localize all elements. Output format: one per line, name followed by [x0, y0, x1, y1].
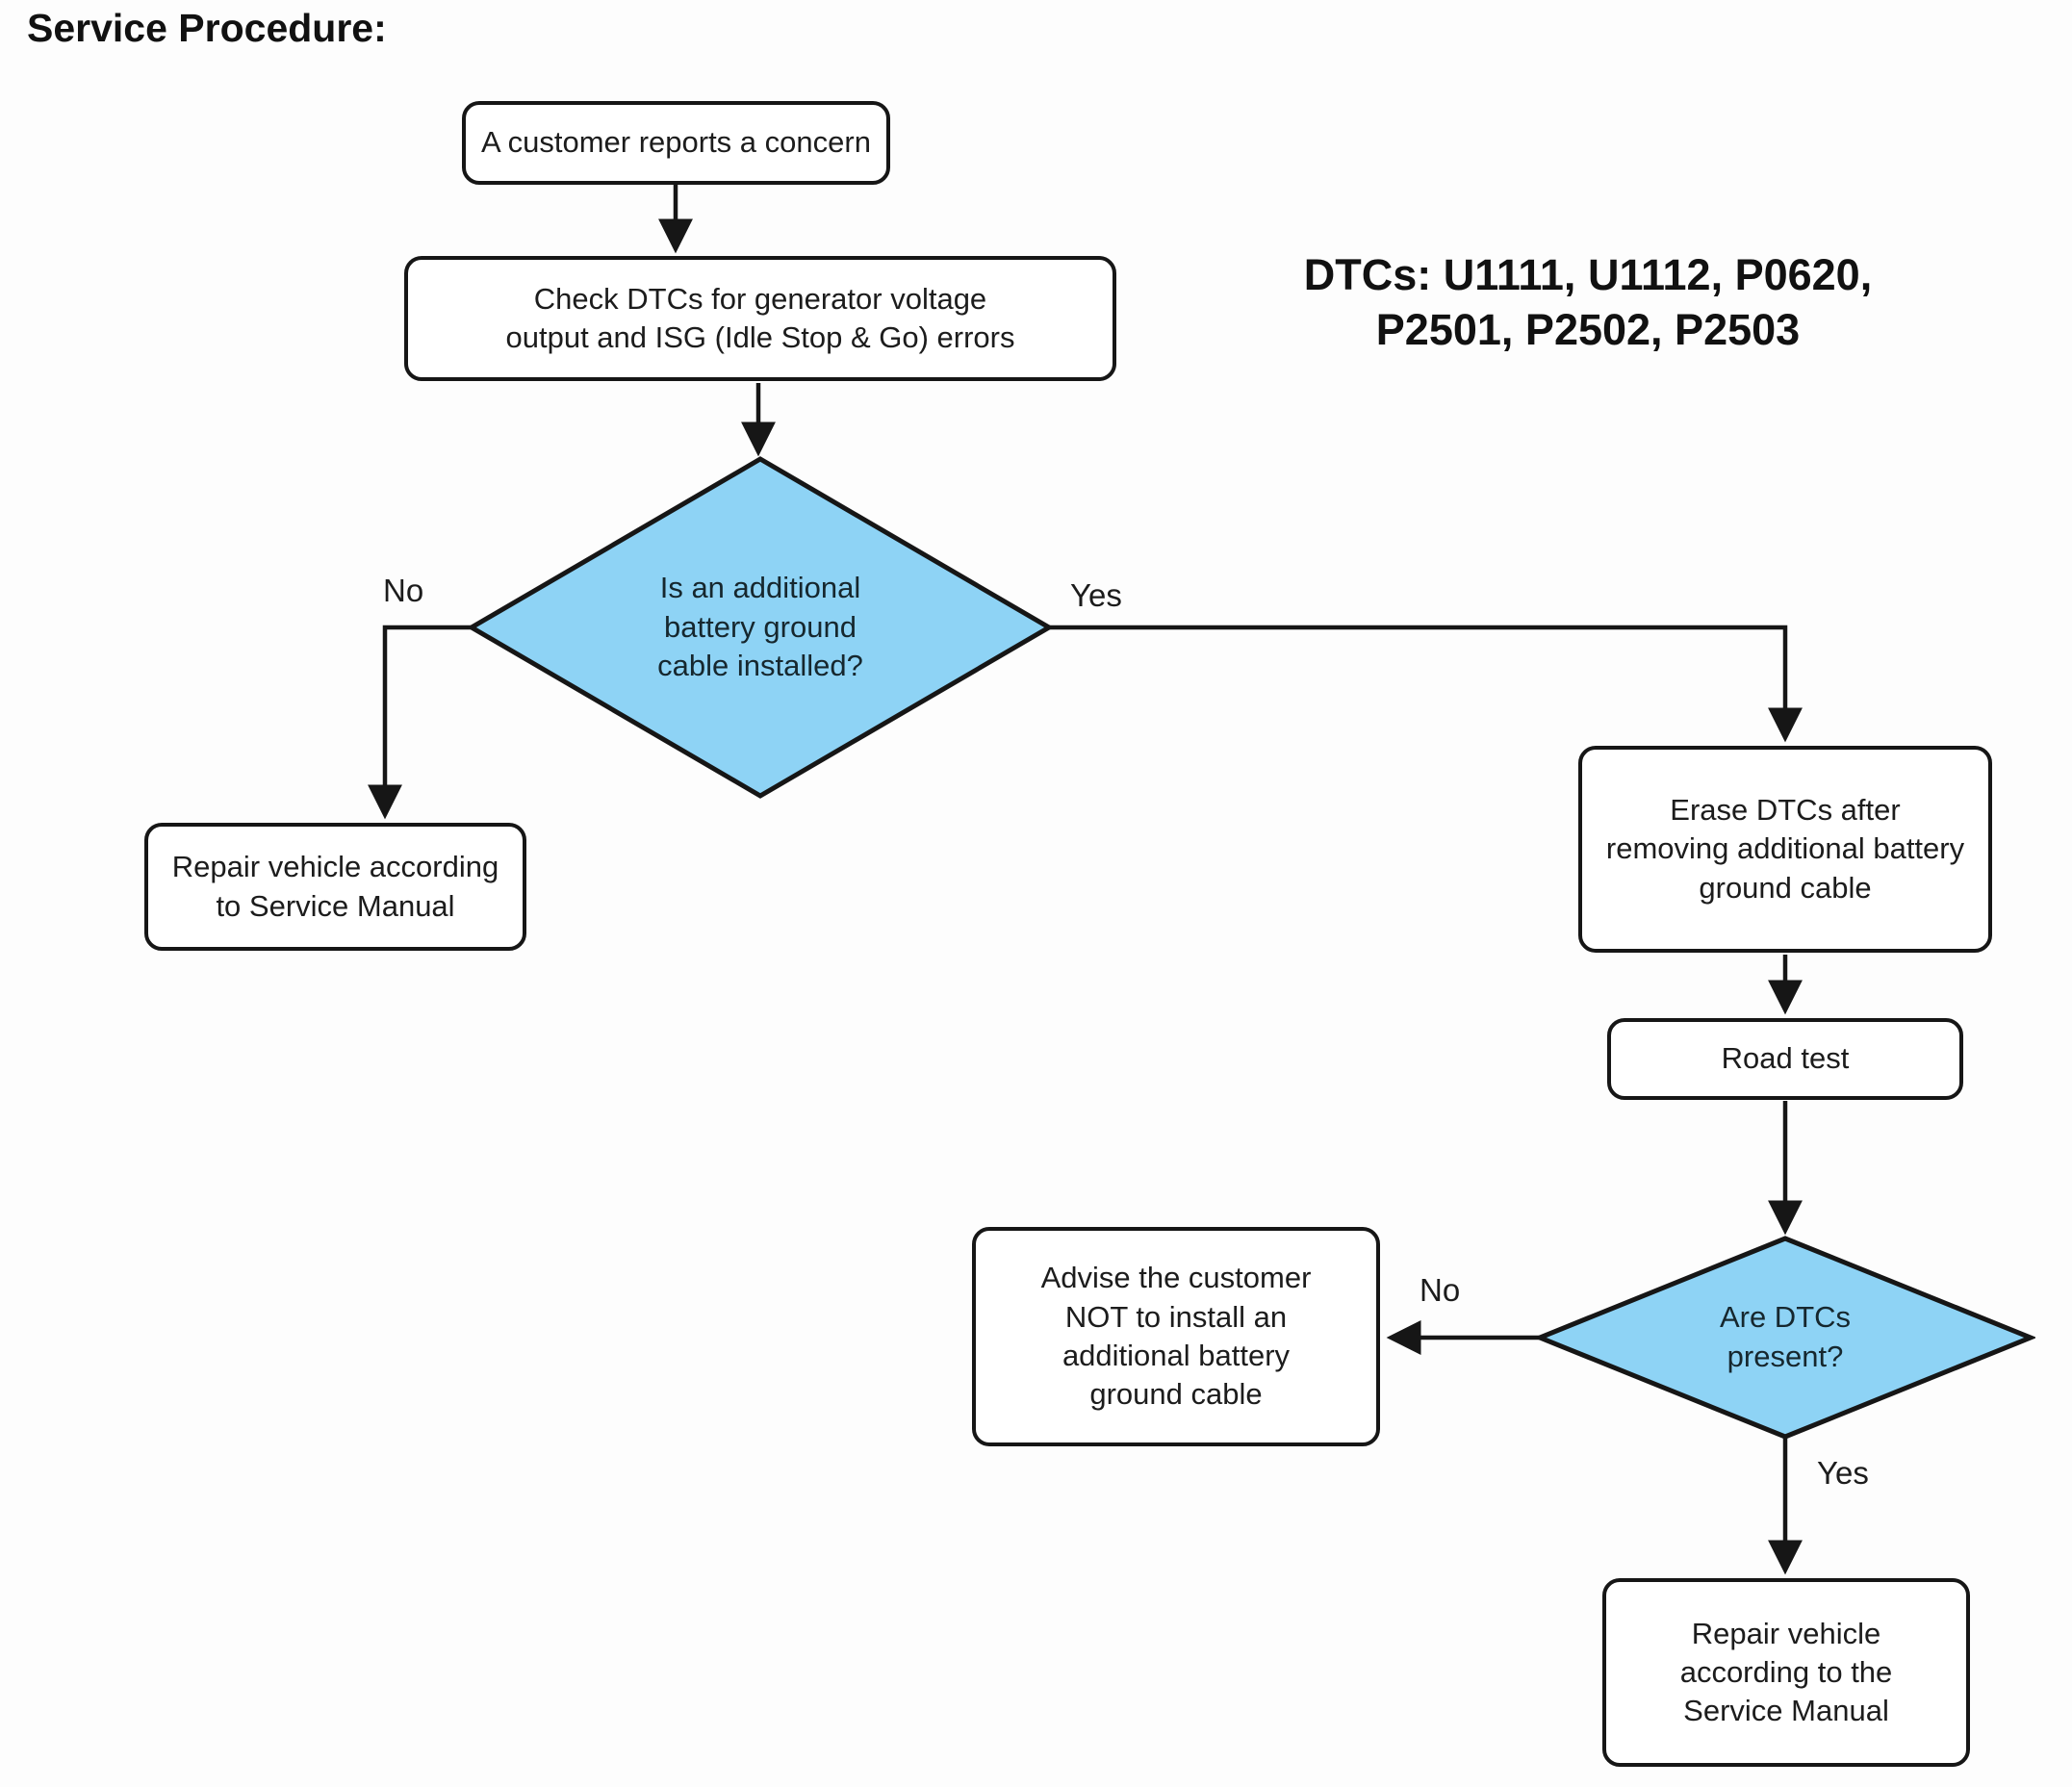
decision-ground-cable: Is an additional battery ground cable in… — [467, 454, 1054, 801]
node-customer-concern: A customer reports a concern — [462, 101, 890, 185]
connector-yes-to-erase — [1049, 625, 1803, 743]
decision-dtcs-present: Are DTCs present? — [1535, 1234, 2035, 1442]
edge-label-no-dtcs: No — [1420, 1272, 1461, 1308]
connector-no-to-repair — [368, 625, 472, 820]
node-road-test: Road test — [1607, 1018, 1963, 1100]
dtc-codes-note: DTCs: U1111, U1112, P0620, P2501, P2502,… — [1303, 250, 1873, 354]
node-check-dtcs: Check DTCs for generator voltage output … — [404, 256, 1116, 381]
decision-ground-cable-shape — [467, 456, 1054, 799]
decision-dtcs-present-shape — [1535, 1236, 2035, 1440]
decision-ground-cable-label: Is an additional battery ground cable in… — [657, 570, 863, 683]
node-advise-customer: Advise the customer NOT to install an ad… — [972, 1227, 1380, 1446]
page-title: Service Procedure: — [27, 6, 387, 50]
node-repair-service-manual-final: Repair vehicle according to the Service … — [1602, 1578, 1970, 1767]
node-erase-dtcs: Erase DTCs after removing additional bat… — [1578, 746, 1992, 953]
node-repair-service-manual: Repair vehicle according to Service Manu… — [144, 823, 526, 951]
edge-label-no-cable: No — [383, 573, 424, 608]
edge-label-yes-cable: Yes — [1070, 577, 1122, 613]
decision-dtcs-present-label: Are DTCs present? — [1719, 1300, 1852, 1373]
edge-label-yes-dtcs: Yes — [1817, 1455, 1869, 1491]
